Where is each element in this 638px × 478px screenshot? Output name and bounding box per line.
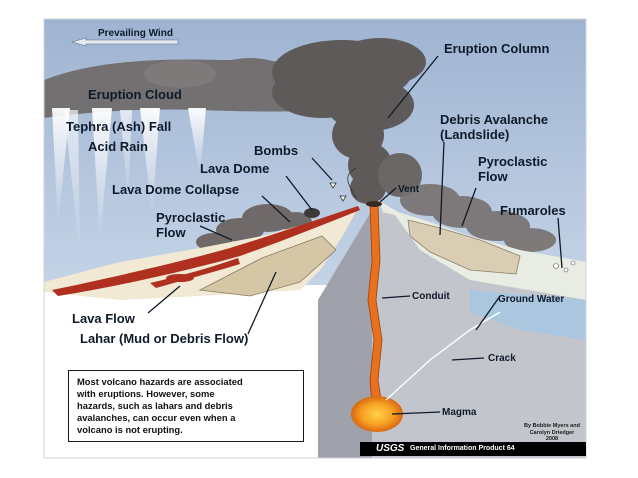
right-ash-plumes xyxy=(400,184,556,252)
usgs-logo-text: USGS xyxy=(376,443,405,454)
label-ground-water: Ground Water xyxy=(498,294,564,305)
label-acid-rain: Acid Rain xyxy=(88,139,148,154)
leader-arrows xyxy=(147,55,563,415)
label-pyroclastic-flow-left-1: Pyroclastic xyxy=(156,210,225,225)
label-fumaroles: Fumaroles xyxy=(500,203,566,218)
product-number: General Information Product 64 xyxy=(410,445,515,452)
label-pyroclastic-flow-right-2: Flow xyxy=(478,169,508,184)
cross-section xyxy=(318,210,586,458)
bombs-shape xyxy=(329,167,357,202)
label-debris-avalanche-2: (Landslide) xyxy=(440,127,509,142)
eruption-cloud-shape xyxy=(44,58,330,118)
label-pyroclastic-flow-right-1: Pyroclastic xyxy=(478,154,547,169)
fumarole-wisps xyxy=(553,260,576,273)
label-debris-avalanche-1: Debris Avalanche xyxy=(440,112,548,127)
credit-line-1: By Bobbie Myers and xyxy=(524,423,580,429)
footer-bar xyxy=(360,442,586,456)
eruption-column-shape xyxy=(272,38,426,204)
label-tephra-fall: Tephra (Ash) Fall xyxy=(66,119,171,134)
label-pyroclastic-flow-left-2: Flow xyxy=(156,225,186,240)
label-magma: Magma xyxy=(442,407,477,418)
label-prevailing-wind: Prevailing Wind xyxy=(98,28,173,39)
label-lahar: Lahar (Mud or Debris Flow) xyxy=(80,331,248,346)
note-line-1: Most volcano hazards are associated xyxy=(77,376,243,387)
label-vent: Vent xyxy=(398,184,420,195)
credit-line-2: Carolyn Driedger xyxy=(529,429,575,436)
label-lava-flow: Lava Flow xyxy=(72,311,136,326)
label-lava-dome: Lava Dome xyxy=(200,161,269,176)
hazard-note-box: Most volcano hazards are associated with… xyxy=(68,370,304,442)
left-pyroclastic-cloud xyxy=(196,204,312,251)
label-conduit: Conduit xyxy=(412,291,450,302)
lava-flows xyxy=(52,206,360,296)
label-crack: Crack xyxy=(488,353,516,364)
note-line-4: avalanches, can occur even when a xyxy=(77,412,236,423)
credit-line-3: 2008 xyxy=(545,436,559,442)
note-line-5: volcano is not erupting. xyxy=(77,424,183,435)
prevailing-wind-arrow xyxy=(70,37,179,47)
note-line-2: with eruptions. However, some xyxy=(77,388,215,399)
author-credit: By Bobbie Myers and Carolyn Driedger 200… xyxy=(520,423,584,443)
note-line-3: hazards, such as lahars and debris xyxy=(77,400,233,411)
label-bombs: Bombs xyxy=(254,143,298,158)
label-eruption-cloud: Eruption Cloud xyxy=(88,87,182,102)
crack-line xyxy=(385,311,501,401)
acid-rain-streaks xyxy=(52,108,206,255)
magma-chamber xyxy=(351,396,403,432)
lava-dome-shape xyxy=(304,208,320,218)
label-lava-dome-collapse: Lava Dome Collapse xyxy=(112,182,239,197)
label-eruption-column: Eruption Column xyxy=(444,41,549,56)
